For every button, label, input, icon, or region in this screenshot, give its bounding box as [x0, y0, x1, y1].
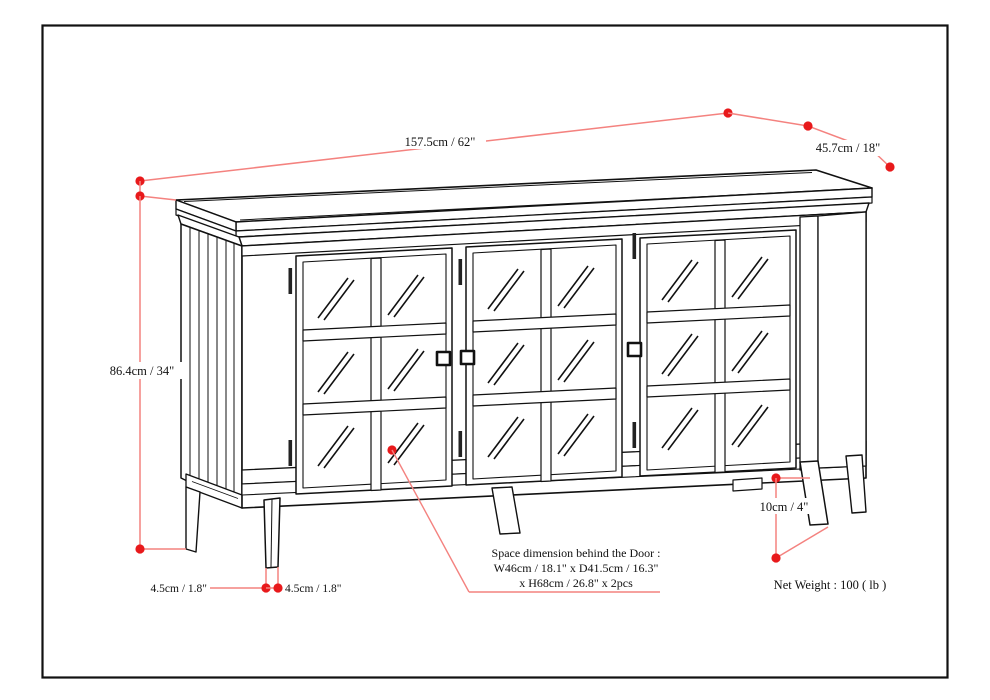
leg-right-dimension-label: 4.5cm / 1.8" — [285, 583, 341, 595]
door-middle[interactable] — [458, 238, 623, 486]
door-knobs[interactable] — [435, 341, 643, 367]
hinge-icon — [288, 268, 293, 294]
knob-icon-left — [435, 350, 452, 367]
cabinet-legs — [185, 454, 867, 569]
door-left[interactable] — [288, 247, 453, 495]
top-molding-left — [175, 199, 243, 247]
knob-icon-middle-left — [459, 349, 476, 366]
center-foot-detail — [732, 477, 763, 492]
callout-interior-space: Space dimension behind the Door : W46cm … — [387, 445, 661, 593]
dimension-height: 86.4cm / 34" — [96, 181, 188, 554]
width-dimension-label: 157.5cm / 62" — [405, 135, 476, 149]
right-side-stile — [799, 211, 867, 471]
dimension-clearance: 10cm / 4" — [748, 473, 829, 563]
cabinet-body — [175, 169, 873, 569]
callout-line-3: x H68cm / 26.8" x 2pcs — [519, 576, 633, 590]
callout-line-2: W46cm / 18.1" x D41.5cm / 16.3" — [494, 561, 659, 575]
dimension-depth: 45.7cm / 18" — [727, 112, 895, 172]
knob-icon-middle-right — [626, 341, 643, 358]
door-right[interactable] — [632, 229, 797, 477]
dimension-legs: 4.5cm / 1.8" 4.5cm / 1.8" — [151, 567, 341, 595]
hinge-icon — [632, 233, 637, 259]
hinge-icon — [632, 422, 637, 448]
net-weight-label: Net Weight : 100 ( lb ) — [774, 578, 887, 592]
clearance-dimension-label: 10cm / 4" — [760, 500, 809, 514]
leg-rear-left — [185, 486, 201, 553]
callout-line-1: Space dimension behind the Door : — [492, 546, 661, 560]
hinge-icon — [458, 259, 463, 285]
left-side-panel — [180, 223, 243, 509]
height-dimension-label: 86.4cm / 34" — [110, 364, 174, 378]
leg-rear-right — [845, 454, 867, 514]
hinge-icon — [458, 431, 463, 457]
leg-left-dimension-label: 4.5cm / 1.8" — [151, 583, 207, 595]
hinge-icon — [288, 440, 293, 466]
depth-dimension-label: 45.7cm / 18" — [816, 141, 880, 155]
leg-center — [491, 486, 521, 535]
dimension-width: 157.5cm / 62" — [135, 108, 733, 186]
